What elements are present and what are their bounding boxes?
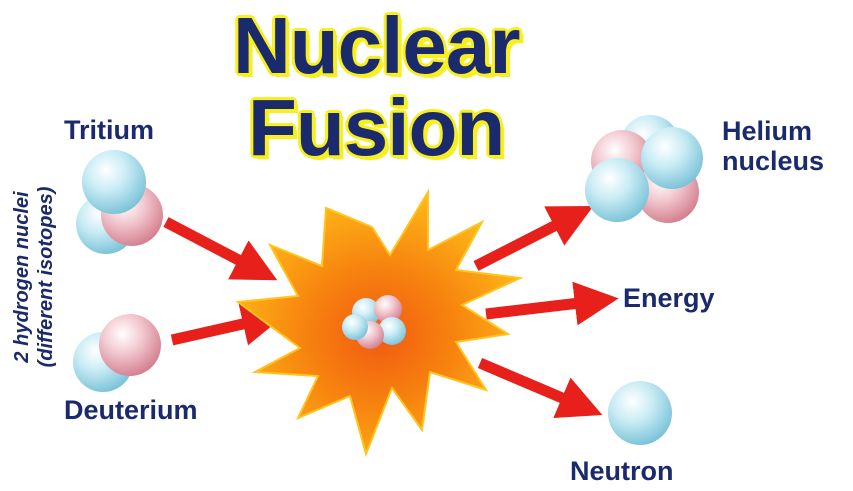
neutron-particle xyxy=(378,317,406,345)
arrow-to-neutron xyxy=(477,357,603,419)
side-note-line-1: 2 hydrogen nuclei xyxy=(11,191,33,363)
helium-nucleus xyxy=(585,115,703,223)
deuterium-label: Deuterium xyxy=(64,395,198,425)
helium-label-line-1: Helium xyxy=(722,116,813,146)
side-note-line-2: (different isotopes) xyxy=(35,186,57,368)
explosion-burst-shape xyxy=(235,188,524,458)
helium-label-line-2: nucleus xyxy=(722,146,825,177)
title-line-2: Fusion xyxy=(248,83,505,172)
arrow-tritium-to-fusion xyxy=(163,217,278,281)
title-line-1: Nuclear xyxy=(233,1,520,90)
helium-label: Helium nucleus xyxy=(722,116,824,176)
neutron-particle xyxy=(342,314,368,340)
hydrogen-isotopes-note: 2 hydrogen nuclei (different isotopes) xyxy=(10,152,58,402)
fusion-explosion xyxy=(235,188,524,458)
proton-particle xyxy=(374,295,402,323)
tritium-label: Tritium xyxy=(64,115,155,145)
neutron-particle xyxy=(641,127,703,189)
tritium-nucleus xyxy=(76,150,163,254)
arrow-to-helium xyxy=(473,205,594,271)
neutron-label: Neutron xyxy=(570,456,674,486)
emitted-neutron xyxy=(608,381,672,445)
arrow-deuterium-to-fusion xyxy=(170,302,287,346)
energy-label: Energy xyxy=(623,283,715,313)
arrow-to-energy xyxy=(485,281,619,326)
neutron-particle xyxy=(585,158,649,222)
proton-particle xyxy=(99,314,161,376)
deuterium-nucleus xyxy=(73,314,161,392)
neutron-particle xyxy=(82,150,146,214)
